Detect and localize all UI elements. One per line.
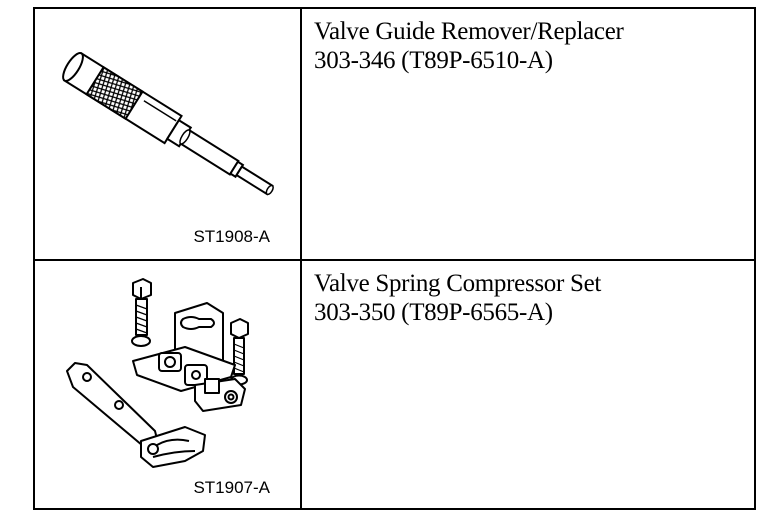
- special-tools-table: ST1908-A Valve Guide Remover/Replacer 30…: [33, 7, 756, 510]
- figure-code: ST1908-A: [193, 227, 270, 246]
- tool-illustration-cell: ST1908-A: [35, 9, 300, 259]
- column-divider: [300, 9, 302, 508]
- tool-description-cell: Valve Spring Compressor Set 303-350 (T89…: [302, 261, 754, 510]
- tool-part-number: 303-346 (T89P-6510-A): [314, 47, 553, 74]
- tool-description-cell: Valve Guide Remover/Replacer 303-346 (T8…: [302, 9, 754, 259]
- valve-guide-remover-replacer-icon: [62, 52, 274, 196]
- tool-part-number: 303-350 (T89P-6565-A): [314, 299, 553, 326]
- row-divider: [35, 259, 754, 261]
- tool-illustration-cell: ST1907-A: [35, 261, 300, 510]
- figure-code: ST1907-A: [193, 478, 270, 497]
- tool-name: Valve Guide Remover/Replacer: [314, 18, 624, 45]
- valve-spring-compressor-set-icon: [66, 278, 249, 468]
- tool-name: Valve Spring Compressor Set: [314, 270, 602, 297]
